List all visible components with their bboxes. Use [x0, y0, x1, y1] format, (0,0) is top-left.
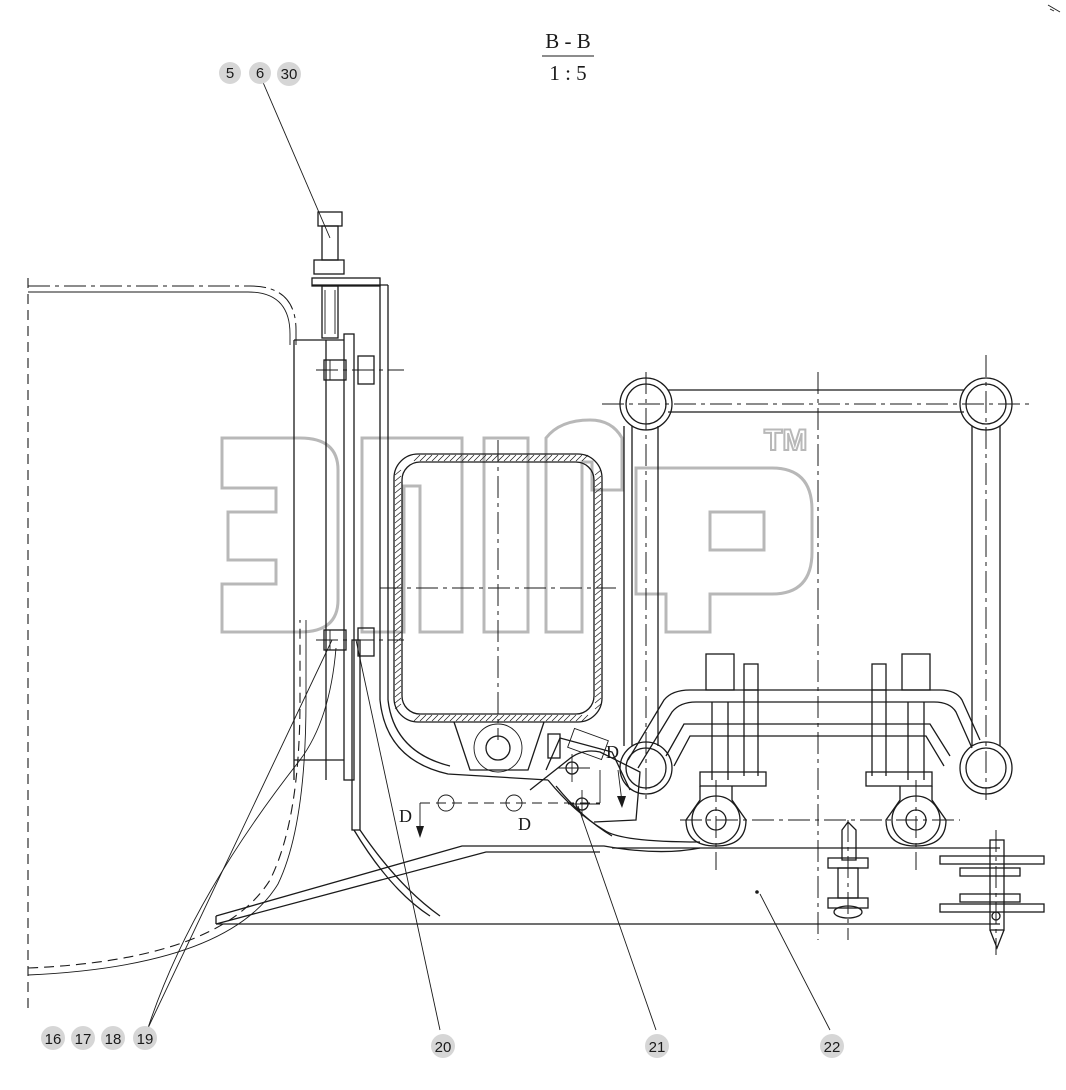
- tube-bracket: [379, 699, 549, 781]
- cut-label-right: D: [606, 742, 619, 762]
- svg-text:22: 22: [824, 1039, 841, 1056]
- cut-label-left: D: [399, 806, 412, 826]
- watermark-trademark: TM: [764, 424, 807, 457]
- callout-6: 6: [249, 62, 271, 84]
- lower-bolt-joint: [316, 627, 404, 657]
- callout-18: 18: [101, 1026, 125, 1050]
- svg-text:6: 6: [256, 65, 264, 82]
- callout-30: 30: [277, 62, 301, 86]
- callout-5: 5: [219, 62, 241, 84]
- pipe-frame: [602, 355, 1030, 940]
- svg-text:18: 18: [105, 1031, 122, 1048]
- svg-text:17: 17: [75, 1031, 92, 1048]
- cut-label-bottom: D: [518, 814, 531, 834]
- svg-text:5: 5: [226, 65, 234, 82]
- roller-wheels: [680, 780, 960, 870]
- slotted-link: [529, 727, 641, 823]
- mounting-plate: [293, 277, 389, 831]
- svg-text:20: 20: [435, 1039, 452, 1056]
- callout-17: 17: [71, 1026, 95, 1050]
- svg-text:16: 16: [45, 1031, 62, 1048]
- top-bolt: [313, 211, 345, 339]
- svg-text:19: 19: [137, 1031, 154, 1048]
- section-cut-d: D D D: [399, 742, 626, 838]
- section-scale: 1 : 5: [549, 61, 586, 85]
- upper-bolt-joint: [316, 355, 404, 385]
- callout-21: 21: [645, 1034, 669, 1058]
- section-label: B - B 1 : 5: [542, 29, 594, 85]
- bucket-outline: [27, 278, 307, 1008]
- callout-16: 16: [41, 1026, 65, 1050]
- section-name: B - B: [545, 29, 591, 53]
- watermark-logo: TM: [220, 418, 814, 634]
- callout-20: 20: [431, 1034, 455, 1058]
- corner-mark: [1047, 4, 1061, 13]
- right-pins: [827, 820, 1045, 955]
- bottom-skid: [215, 779, 1000, 925]
- cradle-bar: [627, 653, 981, 787]
- svg-text:21: 21: [649, 1039, 666, 1056]
- callout-22: 22: [820, 1034, 844, 1058]
- rectangular-tube: [380, 440, 616, 740]
- callout-19: 19: [133, 1026, 157, 1050]
- svg-text:30: 30: [281, 66, 298, 83]
- leader-lines: [147, 79, 831, 1031]
